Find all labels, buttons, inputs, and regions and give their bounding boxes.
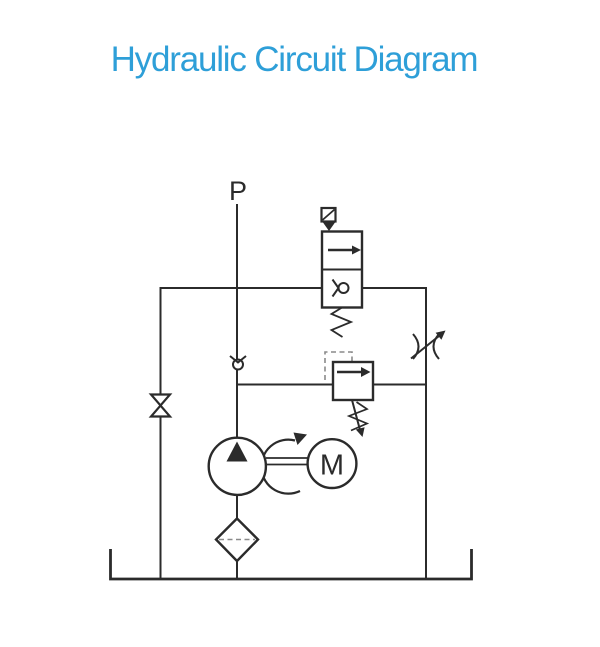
- flow-control-left-arc: [412, 333, 420, 360]
- rotation-arrowhead-icon: [293, 432, 307, 445]
- pump-outlet-triangle-icon: [226, 441, 248, 462]
- filter-symbol: [214, 516, 260, 563]
- shutoff-valve-bottom-triangle: [148, 403, 173, 418]
- motor-label: M: [320, 450, 344, 482]
- relief-flow-arrowhead-icon: [361, 367, 371, 377]
- pump-motor-group: M: [207, 432, 358, 497]
- valve-flow-arrowhead-icon: [352, 245, 361, 255]
- check-valve-ball: [232, 358, 244, 371]
- solenoid-actuator-arrow-icon: [323, 222, 335, 231]
- valve-check-seat: [331, 278, 340, 298]
- port-p-label: P: [229, 176, 247, 206]
- main-loop-line: [159, 287, 427, 579]
- relief-valve-symbol: [324, 351, 375, 437]
- motor-symbol: [306, 438, 358, 490]
- solenoid-valve-symbol: [320, 206, 364, 338]
- relief-valve-box: [331, 360, 375, 402]
- circuit-lines: [159, 204, 427, 579]
- solenoid-coil-diagonal: [321, 208, 336, 221]
- shutoff-valve-symbol: [148, 393, 173, 418]
- rotation-direction-arc: [260, 438, 301, 495]
- flow-control-adjust-arrow: [410, 335, 440, 360]
- check-valve-seat: [229, 355, 247, 364]
- valve-return-spring: [329, 306, 354, 338]
- tank-symbol: [109, 549, 473, 581]
- pump-symbol: [207, 436, 268, 497]
- check-valve-symbol: [229, 355, 247, 371]
- page-title: Hydraulic Circuit Diagram: [111, 40, 478, 79]
- relief-adjust-arrow: [351, 399, 361, 431]
- valve-check-ball: [337, 282, 350, 294]
- flow-control-valve-symbol: [410, 330, 446, 360]
- flow-control-arrowhead-icon: [435, 330, 446, 340]
- shutoff-valve-top-triangle: [148, 393, 173, 408]
- relief-adjust-arrowhead-icon: [355, 427, 365, 437]
- relief-adjust-spring: [346, 401, 370, 432]
- relief-pilot-dashed-line: [324, 351, 353, 380]
